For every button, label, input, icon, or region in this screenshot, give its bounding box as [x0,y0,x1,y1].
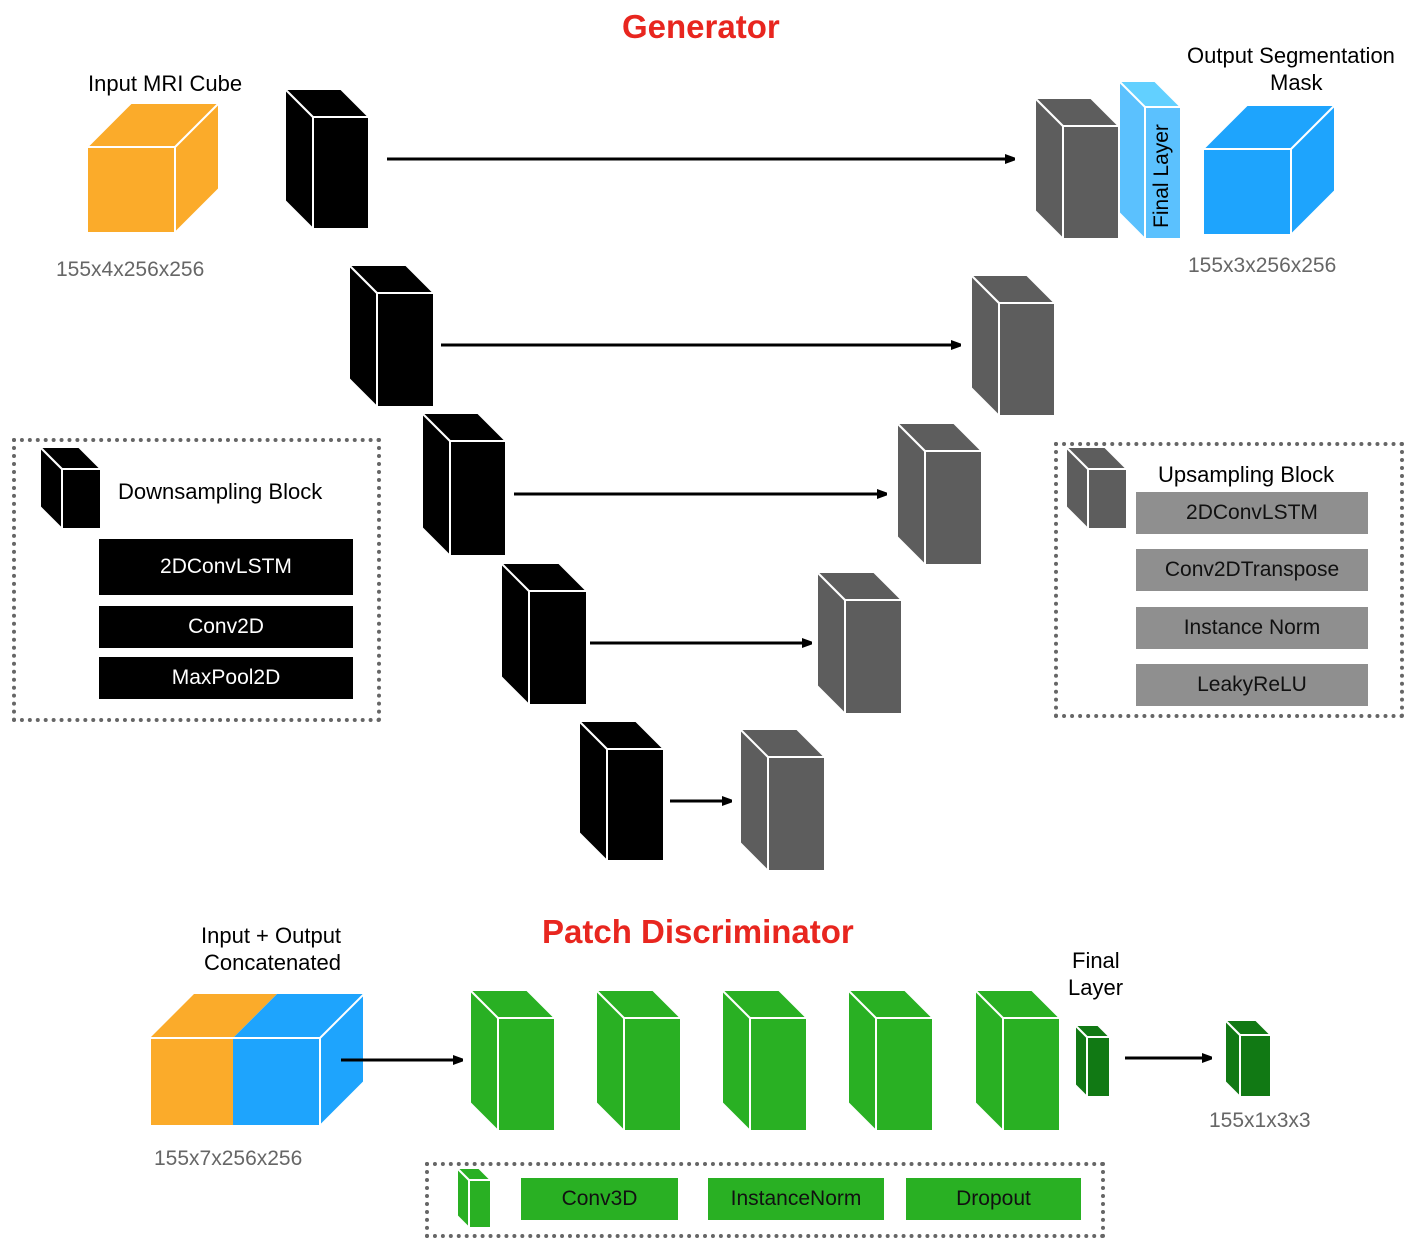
downsampling-legend-icon [37,444,104,532]
disc-layer-instancenorm: InstanceNorm [708,1178,884,1220]
downsampling-legend-title: Downsampling Block [118,479,323,504]
disc-layer-dropout: Dropout [906,1178,1081,1220]
final-layer-slab [1116,78,1184,242]
upsampling-legend-title: Upsampling Block [1158,462,1335,487]
input-mri-cube [84,100,222,236]
up-layer-instance-norm: Instance Norm [1136,607,1368,649]
discriminator-title: Patch Discriminator [542,913,854,950]
down-block-cube-1 [282,86,372,232]
disc-legend-icon [454,1165,494,1231]
disc-output-cube [1222,1017,1274,1100]
down-block-cube-2 [346,262,437,410]
disc-input-cube [149,991,365,1129]
final-layer-label: Final Layer [1150,124,1173,228]
generator-title: Generator [622,8,780,45]
disc-input-label-line2: Concatenated [204,950,341,975]
up-block-cube-2 [968,272,1058,419]
discriminator-legend [425,1162,1105,1238]
downsampling-legend [12,438,381,722]
output-mask-label-line1: Output Segmentation [1187,43,1395,68]
up-block-cube-5 [737,726,828,874]
disc-block-cube-5 [972,987,1063,1134]
disc-input-label-line1: Input + Output [201,923,342,948]
disc-block-cube-1 [467,987,558,1134]
down-layer-maxpool2d: MaxPool2D [99,657,353,699]
up-layer-leakyrelu: LeakyReLU [1136,664,1368,706]
output-mask-cube [1200,102,1338,238]
up-layer-2dconvlstm: 2DConvLSTM [1136,492,1368,534]
disc-block-cube-4 [845,987,936,1134]
disc-input-dims: 155x7x256x256 [154,1147,303,1170]
input-dims: 155x4x256x256 [56,258,205,281]
upsampling-legend [1054,442,1404,718]
up-block-cube-4 [814,569,905,717]
up-block-cube-3 [894,420,985,568]
up-block-cube-1 [1032,95,1122,242]
down-block-cube-3 [419,410,509,559]
disc-layer-conv3d: Conv3D [521,1178,678,1220]
disc-block-cube-3 [719,987,810,1134]
down-block-cube-4 [498,560,590,708]
disc-block-cube-2 [593,987,684,1134]
upsampling-legend-icon [1063,444,1130,532]
disc-final-layer-cube [1072,1022,1113,1100]
output-dims: 155x3x256x256 [1188,254,1337,277]
disc-final-label-line1: Final [1072,948,1120,973]
down-layer-conv2d: Conv2D [99,606,353,648]
input-mri-label: Input MRI Cube [88,71,243,96]
down-block-cube-5 [576,718,667,864]
up-layer-conv2dtranspose: Conv2DTranspose [1136,549,1368,591]
down-layer-2dconvlstm: 2DConvLSTM [99,539,353,595]
disc-final-label-line2: Layer [1068,975,1124,1000]
output-mask-label-line2: Mask [1270,70,1323,95]
disc-output-dims: 155x1x3x3 [1209,1109,1311,1132]
